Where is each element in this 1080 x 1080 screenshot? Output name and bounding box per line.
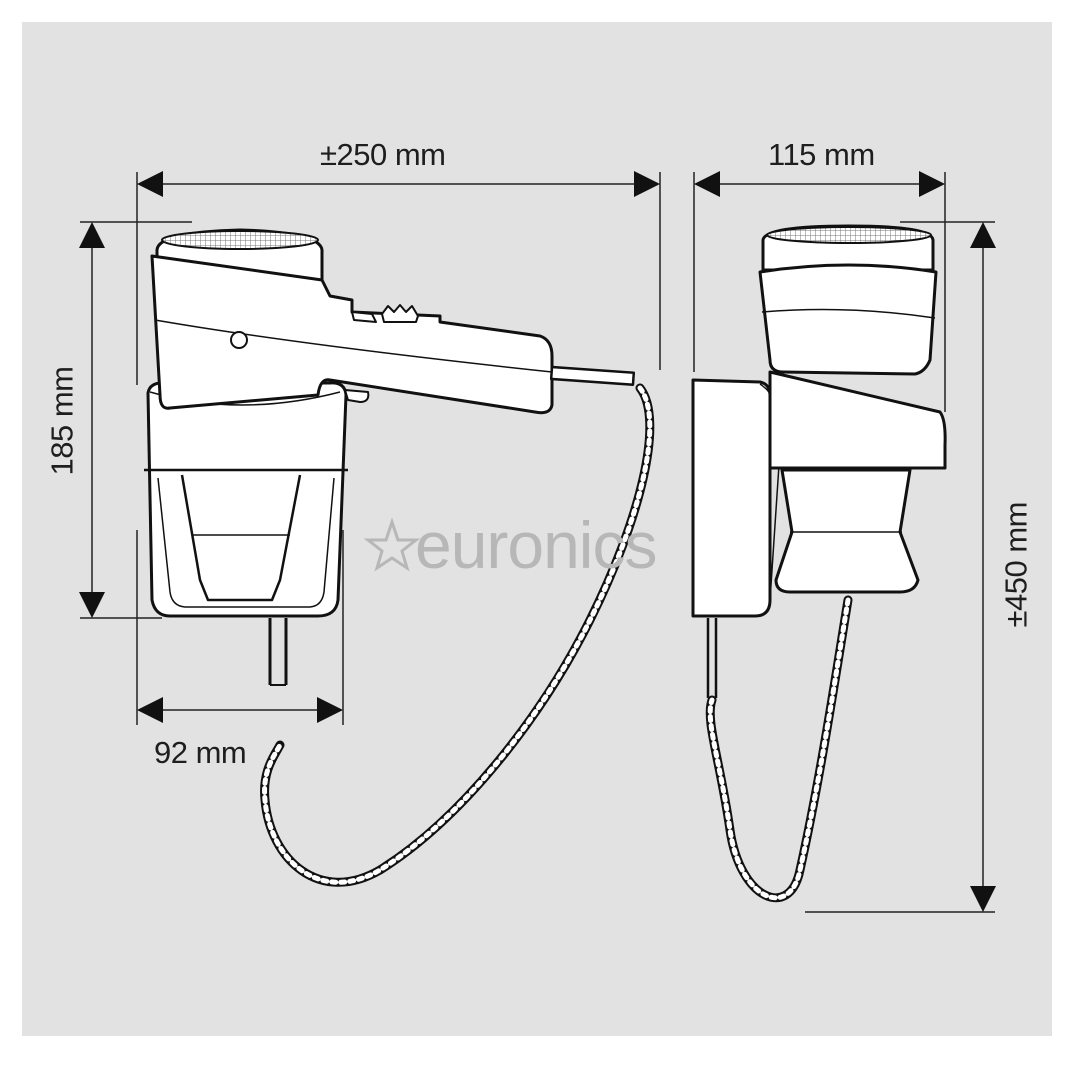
star-icon — [363, 517, 421, 572]
label-depth-115: 115 mm — [768, 137, 875, 172]
dryer-front — [758, 224, 947, 594]
dimension-92 — [136, 530, 344, 725]
dimension-250 — [136, 171, 661, 385]
label-height-450: ±450 mm — [998, 502, 1034, 628]
watermark-logo: euronics — [415, 508, 657, 582]
dryer-side — [150, 228, 636, 415]
holder-side — [144, 381, 348, 686]
label-height-185: 185 mm — [44, 366, 80, 476]
dimension-185 — [79, 221, 192, 619]
bracket-front — [691, 378, 782, 618]
label-width-250: ±250 mm — [320, 137, 446, 172]
dimension-115 — [693, 171, 946, 412]
dimension-450 — [805, 221, 996, 913]
label-width-92: 92 mm — [154, 735, 247, 770]
